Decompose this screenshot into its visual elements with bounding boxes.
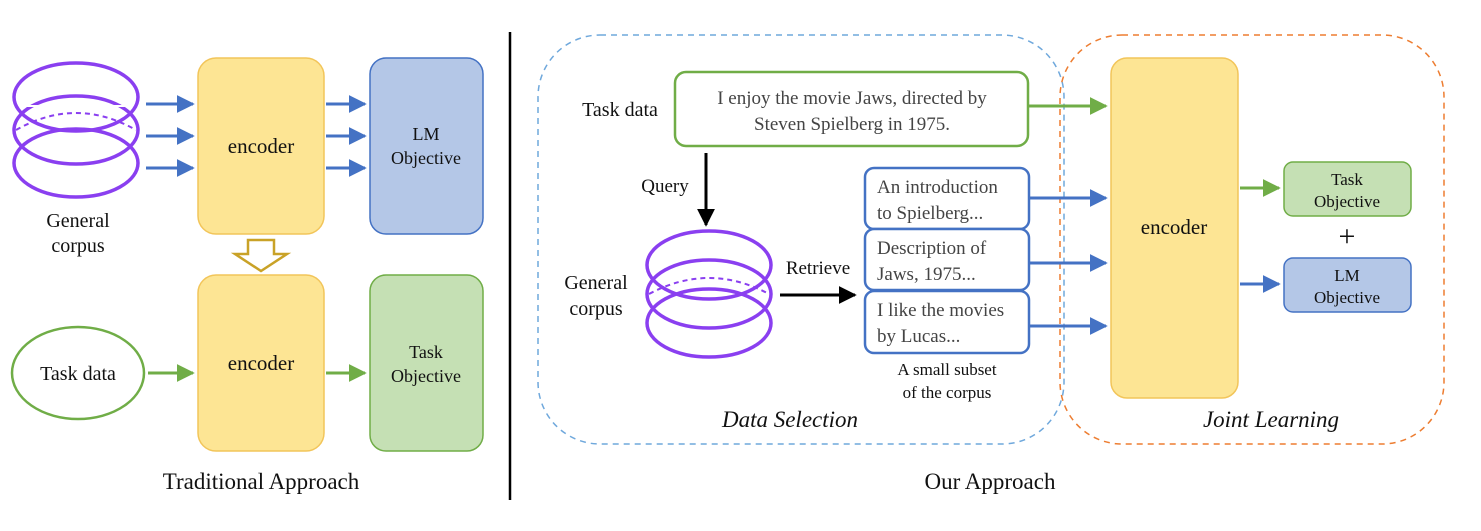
task-sentence-line2: Steven Spielberg in 1975.	[754, 114, 950, 135]
joint-lm-objective-label-2: Objective	[1314, 288, 1380, 307]
general-corpus-side-label-2: corpus	[569, 298, 623, 320]
retrieved-doc-3-line1: I like the movies	[877, 300, 1004, 321]
query-label: Query	[641, 176, 689, 197]
data-selection-label: Data Selection	[721, 407, 858, 432]
our-approach-caption: Our Approach	[925, 469, 1056, 494]
task-objective-box	[369, 274, 484, 452]
subset-caption-line2: of the corpus	[903, 383, 992, 402]
encoder-pretrain-box	[197, 57, 325, 235]
retrieved-doc-1-line2: to Spielberg...	[877, 203, 983, 224]
retrieved-doc-1-line1: An introduction	[877, 177, 998, 198]
joint-encoder-label: encoder	[1141, 215, 1207, 239]
retrieved-doc-2-line2: Jaws, 1975...	[877, 264, 976, 285]
traditional-approach-caption: Traditional Approach	[163, 469, 360, 494]
transfer-down-arrow-icon	[230, 238, 292, 273]
task-objective-label-2: Objective	[391, 366, 461, 386]
encoder-finetune-box	[197, 274, 325, 452]
general-corpus-label-2: corpus	[51, 235, 105, 257]
joint-encoder-box	[1110, 57, 1239, 399]
data-selection-region	[537, 34, 1065, 445]
retrieved-doc-3	[863, 289, 1031, 355]
lm-objective-box	[369, 57, 484, 235]
joint-lm-objective-label: LM	[1334, 266, 1360, 285]
task-data-ellipse	[10, 325, 146, 421]
task-sentence-box	[673, 70, 1030, 148]
joint-learning-region	[1059, 34, 1445, 445]
encoder-pretrain-label: encoder	[228, 134, 294, 158]
plus-sign: +	[1339, 220, 1356, 253]
joint-task-objective-label-2: Objective	[1314, 192, 1380, 211]
task-data-label: Task data	[40, 363, 116, 385]
encoder-to-lm-arrows	[326, 95, 367, 177]
corpus-to-encoder-arrows	[146, 95, 195, 177]
subset-caption-line1: A small subset	[897, 360, 996, 379]
general-corpus-icon-ours	[645, 229, 773, 359]
task-data-side-label: Task data	[582, 99, 658, 121]
retrieved-doc-2-line1: Description of	[877, 238, 987, 259]
joint-task-objective-label: Task	[1331, 170, 1363, 189]
task-sentence-line1: I enjoy the movie Jaws, directed by	[717, 88, 987, 109]
corpus-dashed-curve	[15, 112, 137, 131]
retrieve-label: Retrieve	[786, 258, 850, 279]
retrieved-doc-3-line2: by Lucas...	[877, 326, 960, 347]
joint-learning-label: Joint Learning	[1203, 407, 1339, 432]
joint-lm-objective-box	[1283, 257, 1412, 313]
corpus-dashed-curve-ours	[648, 277, 770, 295]
encoder-finetune-label: encoder	[228, 351, 294, 375]
general-corpus-side-label: General	[564, 272, 628, 294]
general-corpus-icon	[12, 61, 140, 199]
joint-task-objective-box	[1283, 161, 1412, 217]
docs-to-encoder-arrows	[1029, 189, 1108, 335]
lm-objective-label: LM	[413, 124, 440, 144]
task-objective-label: Task	[409, 342, 443, 362]
general-corpus-label: General	[46, 210, 110, 232]
lm-objective-label-2: Objective	[391, 148, 461, 168]
